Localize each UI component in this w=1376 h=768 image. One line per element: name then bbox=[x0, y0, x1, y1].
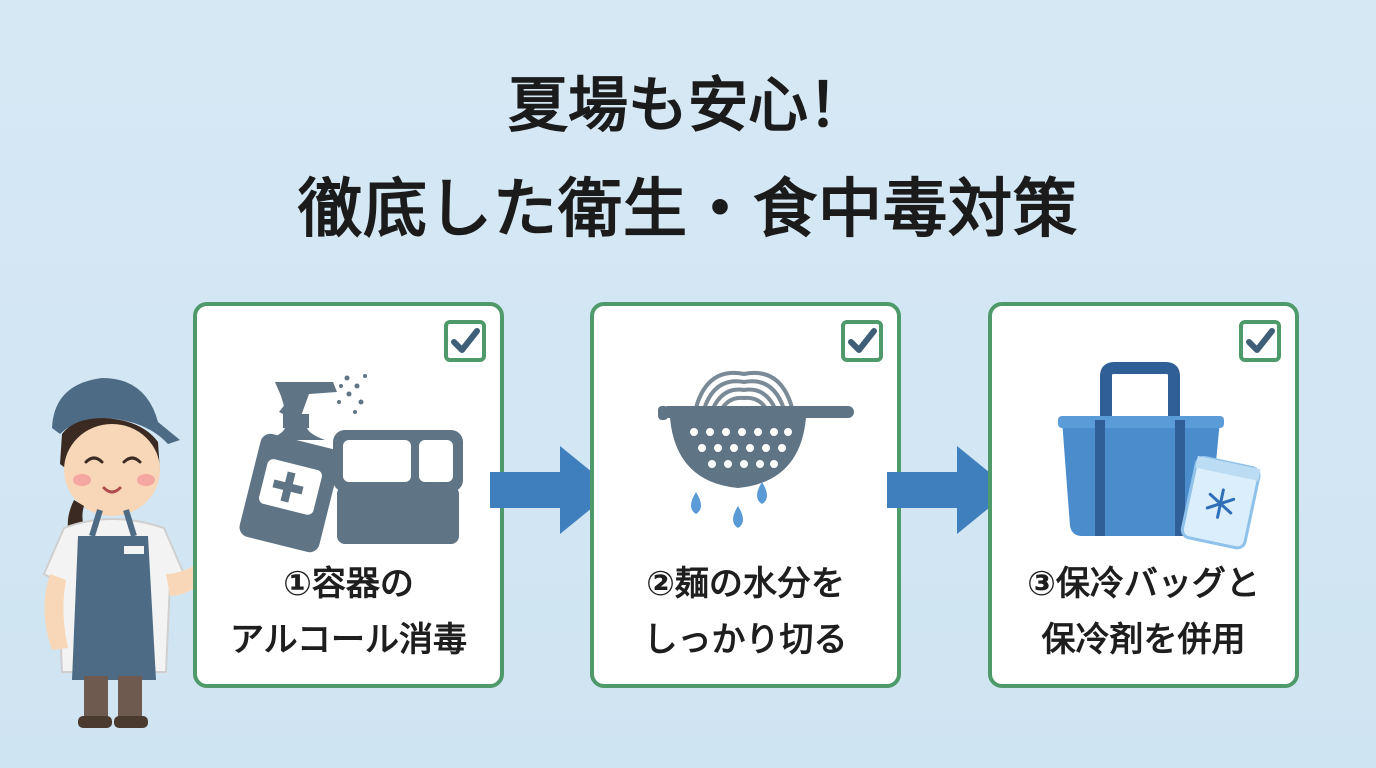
worker-illustration bbox=[42, 378, 234, 728]
right-arrow-icon bbox=[887, 446, 1011, 534]
step-card-3: ③保冷バッグと 保冷剤を併用 bbox=[988, 302, 1299, 688]
step-label-3: ③保冷バッグと 保冷剤を併用 bbox=[992, 556, 1295, 668]
page-title-line-1: 夏場も安心！ bbox=[508, 71, 868, 141]
step-label-line-1: ①容器の bbox=[283, 564, 414, 604]
step-label-line-1: ②麺の水分を bbox=[646, 564, 845, 604]
right-arrow-icon bbox=[490, 446, 614, 534]
spray-bottle-and-lunchbox-icon bbox=[239, 374, 463, 553]
checkbox-checked-icon bbox=[1239, 320, 1281, 362]
step-label-line-1: ③保冷バッグと bbox=[1027, 564, 1260, 604]
step-label-line-2: しっかり切る bbox=[643, 620, 848, 660]
step-label-line-2: アルコール消毒 bbox=[230, 620, 467, 660]
step-label-line-2: 保冷剤を併用 bbox=[1041, 620, 1246, 660]
step-card-2: ②麺の水分を しっかり切る bbox=[590, 302, 901, 688]
colander-with-noodles-icon bbox=[658, 370, 854, 528]
checkbox-checked-icon bbox=[841, 320, 883, 362]
checkbox-checked-icon bbox=[444, 320, 486, 362]
step-label-1: ①容器の アルコール消毒 bbox=[197, 556, 500, 668]
step-label-2: ②麺の水分を しっかり切る bbox=[594, 556, 897, 668]
page-title-line-2: 徹底した衛生・食中毒対策 bbox=[298, 173, 1078, 247]
step-card-1: ①容器の アルコール消毒 bbox=[193, 302, 504, 688]
cooler-bag-and-ice-pack-icon bbox=[1058, 362, 1261, 550]
